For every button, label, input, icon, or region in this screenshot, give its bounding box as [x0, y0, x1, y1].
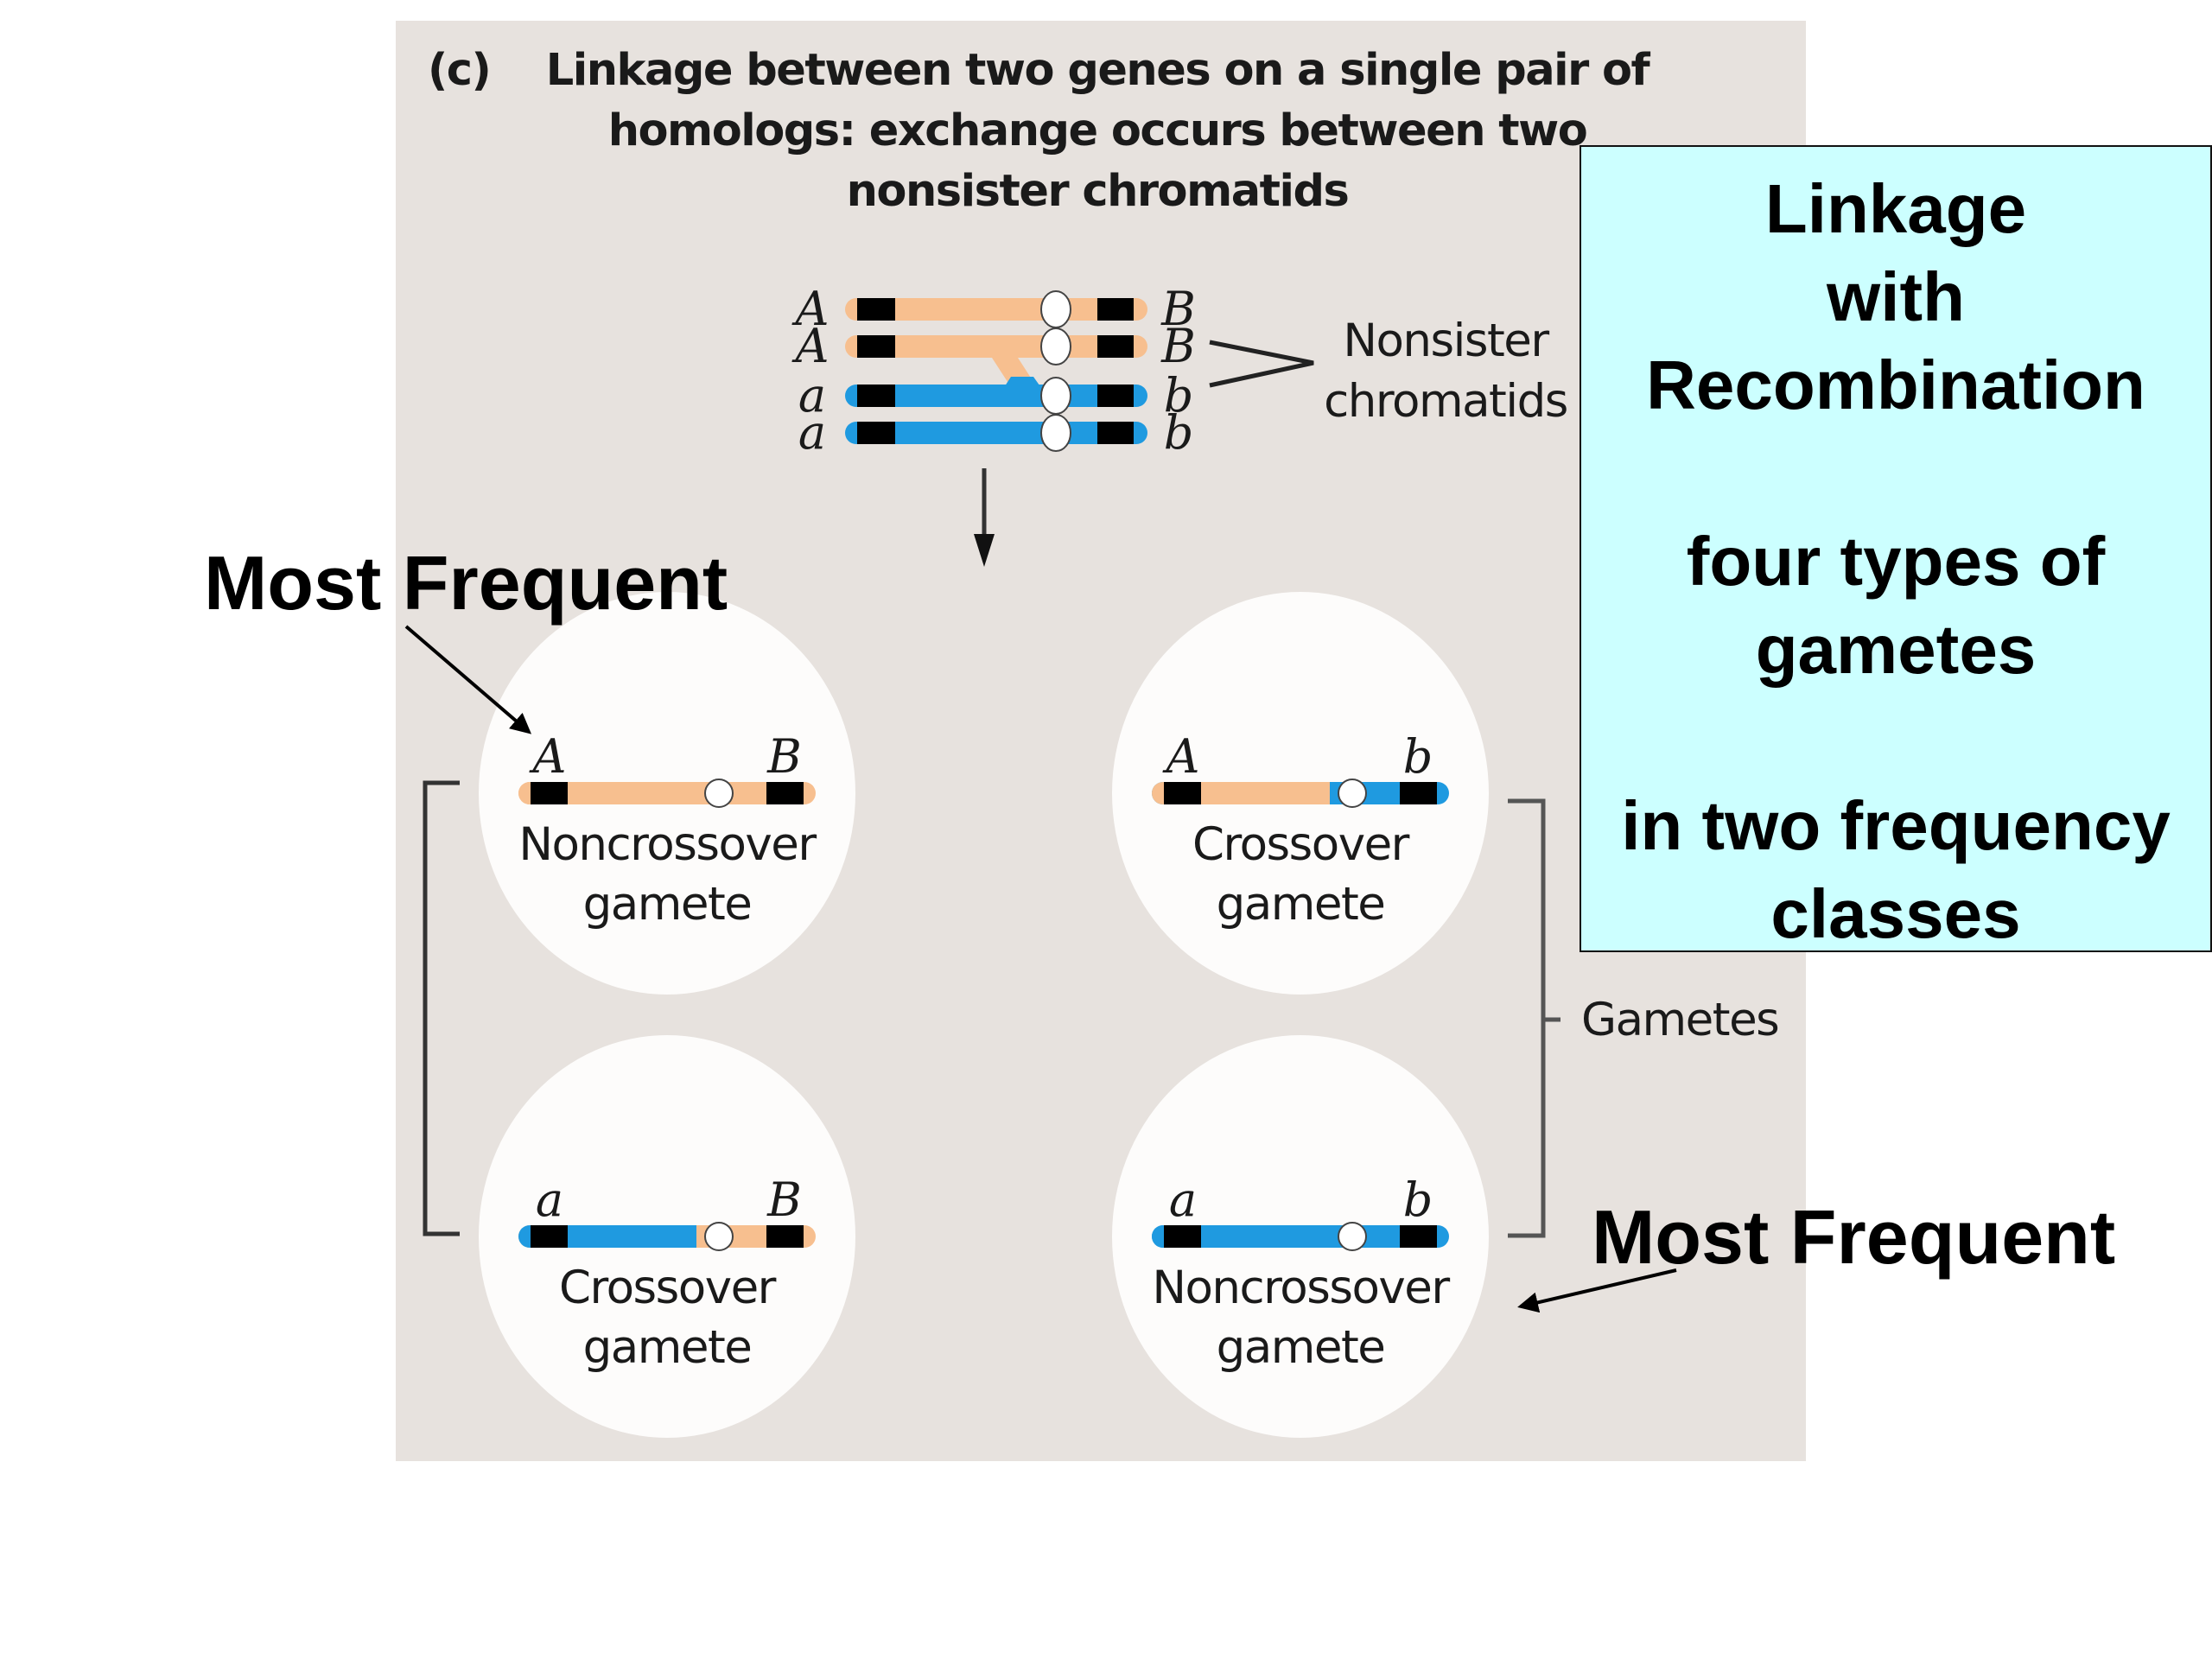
meiosis-arrow-head — [974, 534, 995, 567]
nonsister-label-line-2: chromatids — [1324, 375, 1567, 428]
allele-label-right: B — [1160, 282, 1196, 336]
centromere — [704, 779, 734, 808]
chromosome-left-fill — [570, 1225, 696, 1248]
chromosome-left-fill — [570, 782, 696, 804]
most-frequent-arrow-left — [404, 625, 532, 734]
gene-block-right — [766, 782, 804, 804]
centromere — [1338, 779, 1367, 808]
summary-callout-box: Linkage with Recombination four types of… — [1580, 145, 2212, 952]
centromere-1 — [1040, 290, 1071, 328]
allele-label-left: A — [529, 729, 567, 784]
chromosome-left-fill — [1204, 1225, 1330, 1248]
gene-block-left — [857, 385, 895, 407]
chromatid-2 — [845, 335, 1147, 358]
allele-label-right: B — [766, 1173, 802, 1227]
allele-label-right: b — [1403, 1173, 1433, 1227]
gene-block-right — [766, 1225, 804, 1248]
gamete-caption-line-1: Noncrossover — [1152, 1262, 1450, 1314]
most-frequent-label-left: Most Frequent — [204, 540, 728, 626]
panel-letter: (c) — [428, 45, 490, 96]
allele-label-left: A — [791, 319, 830, 373]
gene-block-left — [531, 782, 568, 804]
figure-title-line-2: homologs: exchange occurs between two — [608, 105, 1587, 156]
allele-label-left: A — [791, 282, 830, 336]
centromere — [1338, 1222, 1367, 1251]
most-frequent-label-right: Most Frequent — [1592, 1194, 2115, 1280]
gene-block-right — [1400, 1225, 1437, 1248]
centromere-2 — [1040, 377, 1071, 415]
gamete-caption-line-1: Noncrossover — [518, 818, 817, 871]
gamete-caption-line-2: gamete — [583, 1321, 752, 1374]
tetrad-chromatids: A B A Ba b a b — [791, 282, 1196, 460]
gene-block-right — [1400, 782, 1437, 804]
most-frequent-arrow-right — [1517, 1268, 1677, 1313]
gamete-caption-line-2: gamete — [583, 878, 752, 931]
chromosome-left-fill — [1204, 782, 1330, 804]
allele-label-right: B — [1160, 319, 1196, 373]
gene-block-right — [1097, 335, 1134, 358]
chromatid-1 — [845, 298, 1147, 321]
callout-line-1: Linkage — [1764, 170, 2027, 247]
gamete-caption-line-1: Crossover — [559, 1262, 777, 1314]
gene-block-right — [1097, 385, 1134, 407]
callout-line-6: gametes — [1755, 611, 2037, 688]
gene-block-left — [857, 422, 895, 444]
allele-label-right: b — [1164, 368, 1194, 423]
gene-block-left — [857, 335, 895, 358]
callout-line-5: four types of — [1686, 523, 2106, 600]
centromere-1 — [1040, 327, 1071, 365]
allele-label-left: a — [798, 368, 826, 423]
allele-label-left: A — [1162, 729, 1200, 784]
allele-label-left: a — [536, 1173, 563, 1227]
gene-block-left — [1164, 782, 1201, 804]
gamete-top-left: A B Noncrossover gamete — [479, 592, 855, 995]
nonsister-label-line-1: Nonsister — [1343, 315, 1549, 367]
right-gamete-bracket — [1508, 798, 1560, 1238]
centromere-2 — [1040, 414, 1071, 452]
figure-title-line-1: Linkage between two genes on a single pa… — [546, 45, 1651, 96]
gametes-label: Gametes — [1581, 994, 1778, 1046]
gene-block-right — [1097, 298, 1134, 321]
allele-label-right: b — [1403, 729, 1433, 784]
gene-block-left — [1164, 1225, 1201, 1248]
gene-block-left — [531, 1225, 568, 1248]
gamete-caption-line-2: gamete — [1217, 878, 1385, 931]
left-gamete-bracket — [423, 780, 460, 1236]
gamete-bottom-left: a B Crossover gamete — [479, 1035, 855, 1438]
callout-line-2: with — [1827, 258, 1965, 335]
callout-line-3: Recombination — [1646, 346, 2145, 423]
allele-label-right: b — [1164, 405, 1194, 460]
gene-block-right — [1097, 422, 1134, 444]
allele-label-right: B — [766, 729, 802, 784]
allele-label-left: a — [1169, 1173, 1197, 1227]
gene-block-left — [857, 298, 895, 321]
gamete-caption-line-2: gamete — [1217, 1321, 1385, 1374]
allele-label-left: a — [798, 405, 826, 460]
callout-line-9: classes — [1770, 875, 2021, 952]
chromatid-3 — [845, 385, 1147, 407]
centromere — [704, 1222, 734, 1251]
callout-line-8: in two frequency — [1621, 787, 2171, 864]
gamete-caption-line-1: Crossover — [1192, 818, 1410, 871]
crossover-bridge-blue — [992, 377, 1054, 406]
figure-title-line-3: nonsister chromatids — [847, 166, 1349, 217]
chromatid-4 — [845, 422, 1147, 444]
nonsister-bracket — [1209, 340, 1314, 388]
